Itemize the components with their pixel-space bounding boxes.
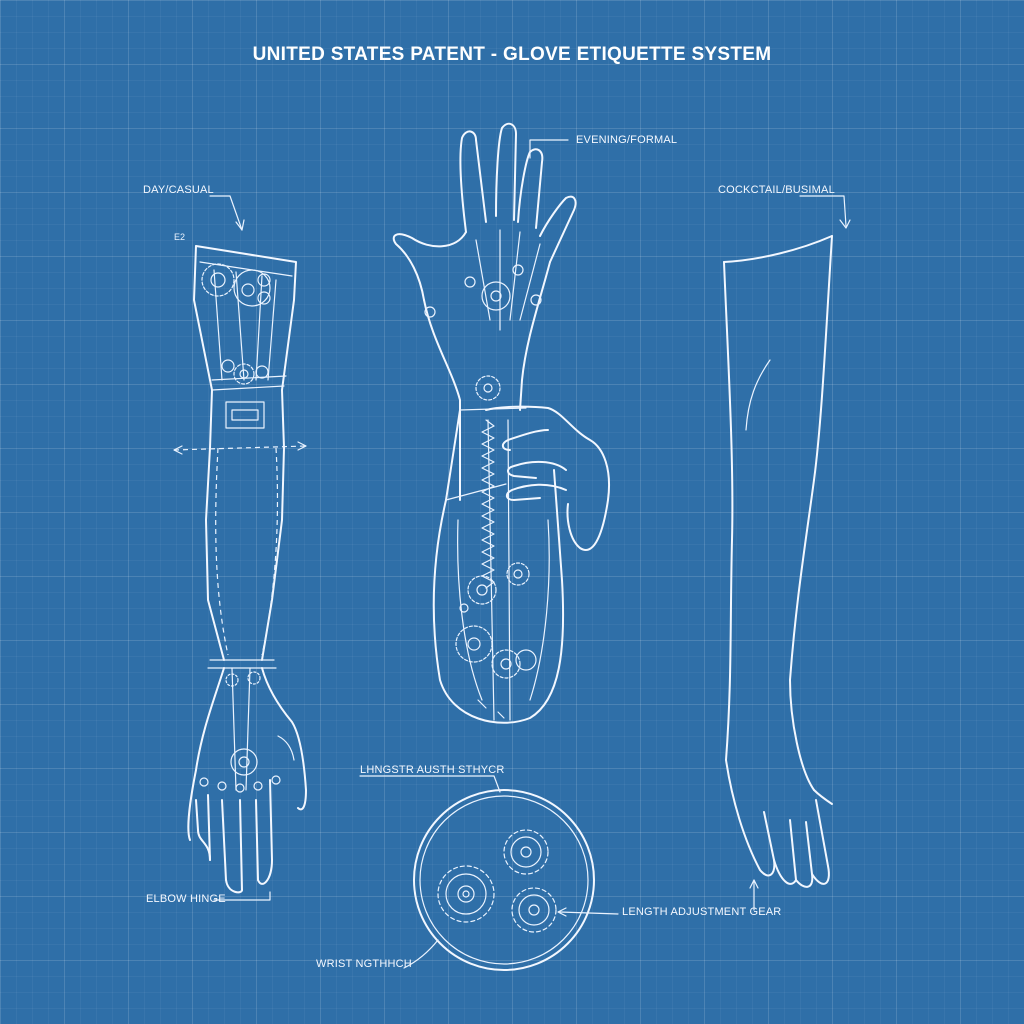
label-length-adjustment-gear: LENGTH ADJUSTMENT GEAR bbox=[622, 906, 782, 918]
patent-title: UNITED STATES PATENT - GLOVE ETIQUETTE S… bbox=[252, 44, 772, 65]
cocktail-glove bbox=[723, 235, 833, 888]
detail-gear-right bbox=[511, 887, 557, 933]
evening-formal-glove bbox=[392, 122, 610, 724]
label-cocktail: COCKCTAIL/BUSIMAL bbox=[718, 184, 835, 196]
svg-text:E2: E2 bbox=[174, 232, 185, 242]
label-evening-formal: EVENING/FORMAL bbox=[576, 134, 678, 146]
leader-lines: E2 bbox=[174, 139, 851, 969]
day-casual-glove bbox=[173, 245, 307, 894]
day-glove-gear-cluster bbox=[201, 263, 271, 687]
detail-gear-top bbox=[503, 829, 549, 875]
gear-detail-circle bbox=[413, 789, 595, 971]
label-lindistr: LHNGSTR AUSTH STHYCR bbox=[360, 764, 505, 776]
detail-gear-left bbox=[437, 865, 495, 923]
label-elbow-hinge: ELBOW HINGE bbox=[146, 893, 226, 905]
label-day-casual: DAY/CASUAL bbox=[143, 184, 214, 196]
label-wrist: WRIST NGTHHCH bbox=[316, 958, 412, 970]
